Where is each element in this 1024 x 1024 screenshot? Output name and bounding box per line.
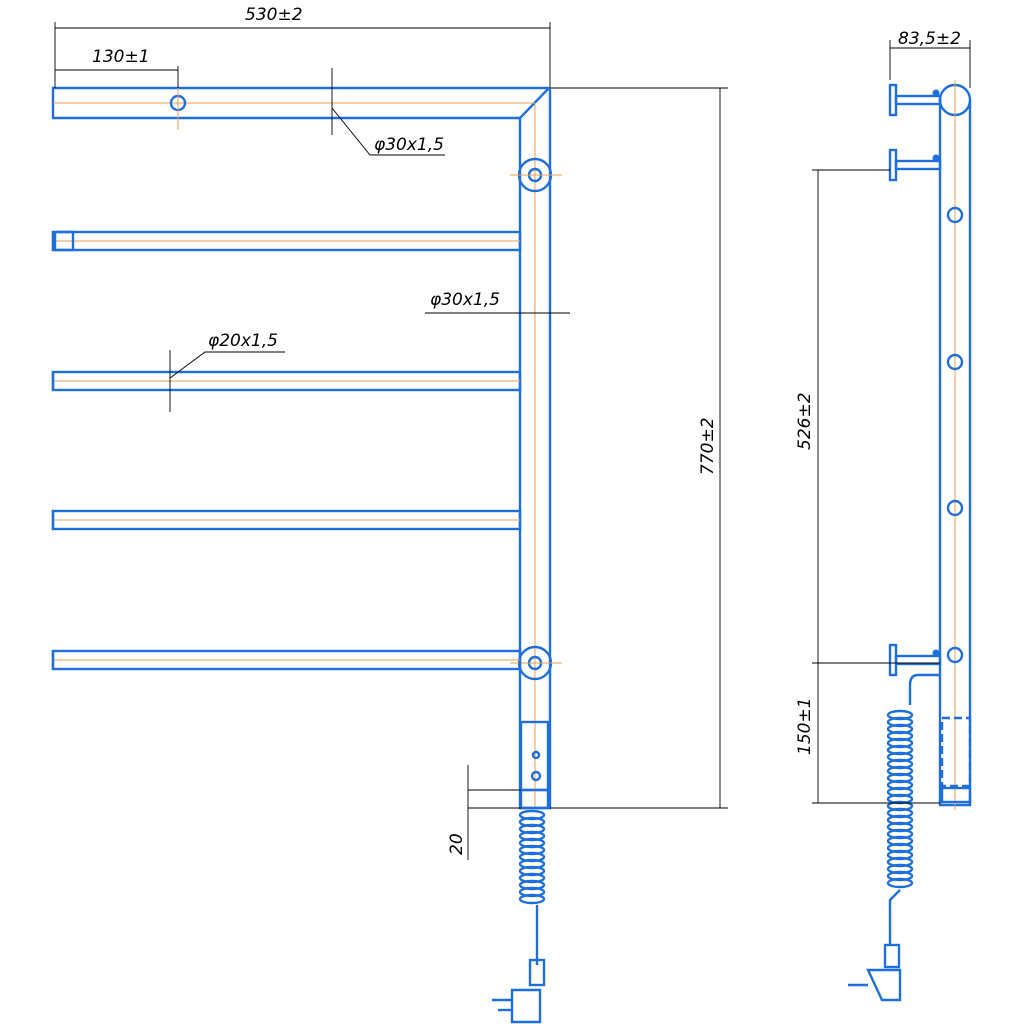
side-dimensions: 83,5±2 526±2 150±1 — [795, 29, 971, 804]
dim-bar-tube: φ20x1,5 — [208, 331, 278, 351]
plug-side-icon — [848, 943, 902, 1002]
screw-icon — [932, 89, 940, 97]
bracket-rod — [894, 159, 942, 171]
dim-bracket-offset: 130±1 — [92, 47, 150, 67]
heater-cap — [519, 788, 550, 810]
indicator-icon — [531, 750, 541, 760]
coil-loop — [518, 893, 546, 905]
side-view — [848, 80, 972, 1002]
power-cord-side — [888, 889, 901, 945]
dim-depth: 83,5±2 — [898, 29, 961, 49]
dim-top-tube: φ30x1,5 — [374, 135, 444, 155]
front-view — [51, 86, 562, 1024]
front-dimensions: 530±2 130±1 φ30x1,5 φ30x1,5 φ20x1,5 770±… — [54, 5, 728, 860]
screw-icon — [932, 649, 940, 657]
top-tube — [51, 86, 552, 810]
dim-overall-width: 530±2 — [245, 5, 303, 25]
dim-height: 770±2 — [698, 417, 718, 475]
heater-cap-side — [940, 786, 972, 804]
bracket-rod — [894, 654, 942, 666]
coil-loop — [886, 877, 914, 889]
dim-bottom-mount: 150±1 — [795, 697, 815, 755]
power-button-icon[interactable] — [530, 770, 542, 782]
dim-mount-spacing: 526±2 — [795, 392, 815, 450]
spiral-cord — [518, 809, 546, 905]
crossbar-ends — [946, 206, 964, 664]
plug-icon — [492, 958, 546, 1024]
cord-elbow — [908, 673, 940, 705]
wall-brackets — [888, 83, 942, 677]
dim-controller: 20 — [447, 833, 467, 855]
screw-icon — [932, 154, 940, 162]
controller-hidden — [940, 716, 972, 788]
crossbars — [51, 230, 522, 671]
spiral-cord-side — [886, 709, 914, 889]
dim-vertical-tube: φ30x1,5 — [430, 290, 500, 310]
bracket-rod — [894, 94, 942, 106]
end-cap — [53, 230, 75, 252]
